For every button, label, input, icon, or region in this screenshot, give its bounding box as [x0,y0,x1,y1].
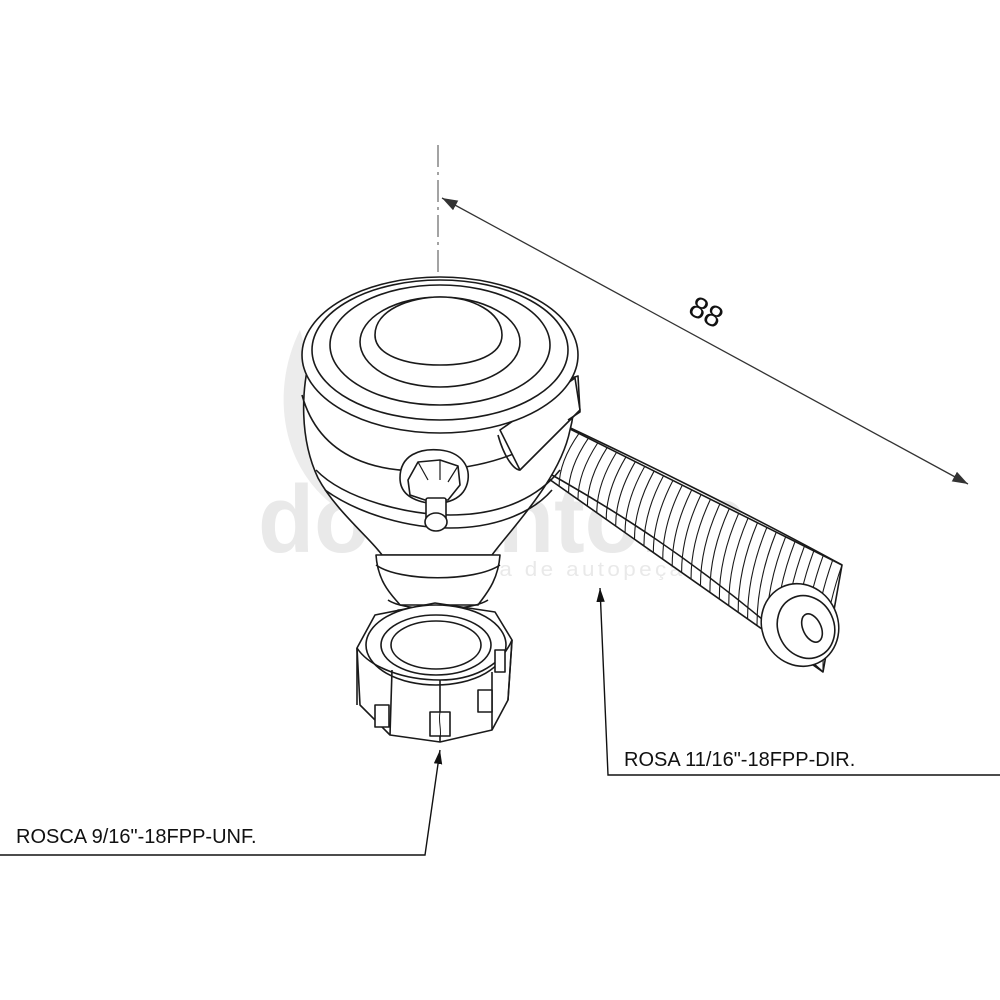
thread-line [605,456,627,520]
thread-line [737,522,758,613]
thread-line [586,447,608,507]
dimension-value: 88 [683,290,728,335]
thread-line [662,484,683,560]
thread-line [567,437,589,493]
thread-line [747,527,768,619]
shank-end-hole [800,613,824,643]
dimension-line [441,197,969,485]
thread-line [709,508,730,593]
thread-line [624,466,646,533]
top-cap [301,276,579,434]
thread-line [671,489,693,566]
thread-line [596,451,618,513]
thread-line [643,475,665,546]
thread-line [558,433,580,487]
thread-line [718,513,740,600]
callout-text-shank: ROSA 11/16"-18FPP-DIR. [624,749,855,771]
neck [375,554,501,610]
grease-fitting [399,448,469,532]
thread-line [681,494,702,573]
thread-line [577,442,599,500]
callout-shank: ROSA 11/16"-18FPP-DIR. [596,587,1000,776]
thread-line [756,531,777,626]
leader-line-shank [596,587,1000,776]
castle-nut [356,602,513,743]
callout-text-stud: ROSCA 9/16"-18FPP-UNF. [16,826,257,848]
threaded-shank [511,409,843,673]
thread-line [699,503,721,586]
callout-stud: ROSCA 9/16"-18FPP-UNF. [0,749,443,856]
thread-line [633,470,655,540]
thread-line [652,480,674,553]
leader-line-stud [0,749,443,856]
thread-line [690,499,711,580]
thread-line [615,461,636,527]
tie-rod-end [301,276,843,743]
thread-line [728,517,749,606]
